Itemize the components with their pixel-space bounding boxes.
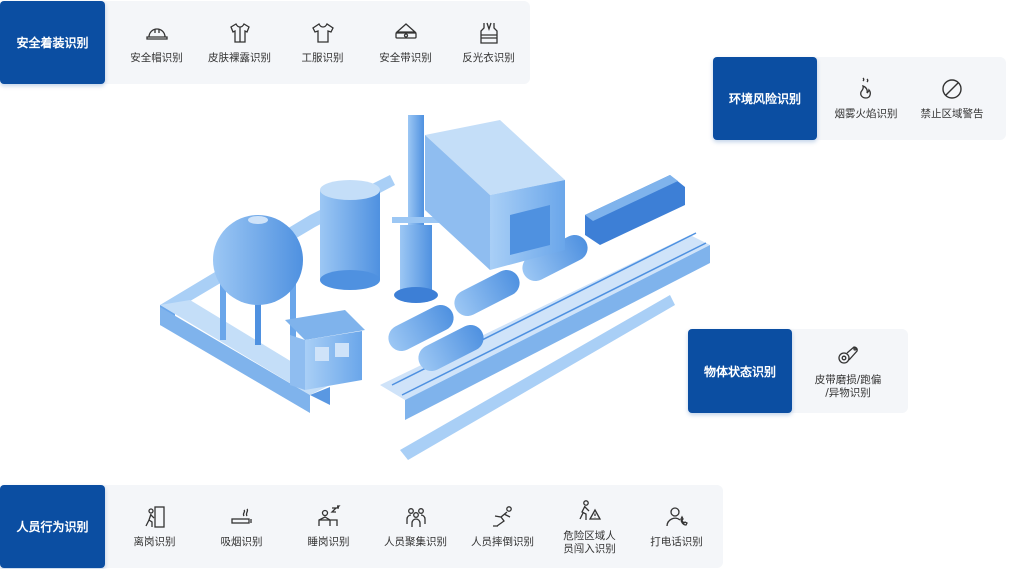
leave-post-icon [142, 504, 168, 530]
personnel-behavior-panel: 离岗识别 吸烟识别 睡岗识别 人员聚集识别 人员摔倒识别 [101, 485, 723, 568]
object-state-panel: 皮带磨损/跑偏 /异物识别 [788, 329, 908, 413]
helmet-detection-item: 安全帽识别 [115, 20, 198, 65]
guard-booth [285, 310, 365, 390]
no-entry-item: 禁止区域警告 [909, 76, 995, 121]
work-clothes-icon [310, 20, 336, 46]
skin-exposure-item: 皮肤裸露识别 [198, 20, 281, 65]
reflective-vest-icon [476, 20, 502, 46]
smoke-flame-icon [853, 76, 879, 102]
fall-icon [490, 504, 516, 530]
safety-attire-group: 安全着装识别 安全帽识别 皮肤裸露识别 工服识别 安全带识别 [0, 1, 530, 84]
leave-post-item: 离岗识别 [111, 504, 198, 549]
safety-belt-icon [393, 20, 419, 46]
fall-item: 人员摔倒识别 [459, 504, 546, 549]
crowd-icon [403, 504, 429, 530]
object-state-title: 物体状态识别 [688, 329, 792, 413]
skin-exposure-icon [227, 20, 253, 46]
sleeping-item: 睡岗识别 [285, 504, 372, 549]
railway-platform [380, 232, 710, 460]
phone-call-item: 打电话识别 [633, 504, 720, 549]
personnel-behavior-group: 人员行为识别 离岗识别 吸烟识别 睡岗识别 人员聚集识别 [0, 485, 723, 568]
spherical-tank [213, 215, 303, 345]
environment-risk-title: 环境风险识别 [713, 57, 817, 140]
no-entry-icon [939, 76, 965, 102]
smoking-icon [229, 504, 255, 530]
safety-attire-title: 安全着装识别 [0, 1, 105, 84]
environment-risk-group: 环境风险识别 烟雾火焰识别 禁止区域警告 [713, 57, 1006, 140]
personnel-behavior-title: 人员行为识别 [0, 485, 105, 568]
belt-detection-item: 皮带磨损/跑偏 /异物识别 [798, 342, 898, 400]
reactor-tower [392, 115, 440, 303]
safety-belt-item: 安全带识别 [364, 20, 447, 65]
factory-illustration [160, 115, 710, 460]
intrusion-icon [577, 498, 603, 524]
safety-attire-panel: 安全帽识别 皮肤裸露识别 工服识别 安全带识别 反光衣识别 [101, 1, 530, 84]
intrusion-item: 危险区域人 员闯入识别 [546, 498, 633, 556]
warehouse [425, 120, 565, 270]
smoking-item: 吸烟识别 [198, 504, 285, 549]
helmet-icon [144, 20, 170, 46]
object-state-group: 物体状态识别 皮带磨损/跑偏 /异物识别 [688, 329, 908, 413]
crowd-item: 人员聚集识别 [372, 504, 459, 549]
belt-roller-icon [835, 342, 861, 368]
silo [320, 180, 380, 290]
smoke-flame-item: 烟雾火焰识别 [823, 76, 909, 121]
phone-call-icon [664, 504, 690, 530]
train [388, 175, 685, 371]
reflective-vest-item: 反光衣识别 [447, 20, 530, 65]
work-clothes-item: 工服识别 [281, 20, 364, 65]
environment-risk-panel: 烟雾火焰识别 禁止区域警告 [813, 57, 1006, 140]
sleeping-icon [316, 504, 342, 530]
